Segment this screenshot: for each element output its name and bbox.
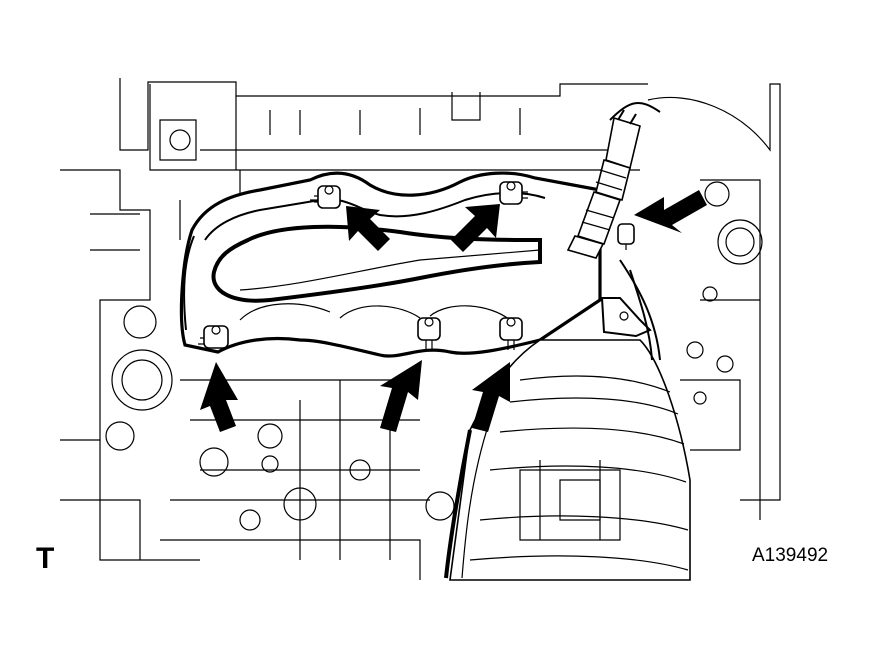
figure-code: A139492 [752, 545, 829, 566]
arrow-upper-right-nut [451, 204, 500, 252]
nut-lower-left [198, 325, 229, 349]
arrow-upper-left-nut [346, 206, 390, 251]
arrow-lower-left-nut [200, 362, 238, 432]
arrow-lower-right-nut [472, 362, 510, 432]
nut-upper-left [310, 185, 341, 209]
arrow-lower-middle-nut [380, 360, 422, 432]
manifold-nuts [198, 181, 635, 350]
nut-sensor-bracket [617, 223, 635, 250]
nut-lower-middle [417, 317, 441, 350]
nut-upper-right [499, 181, 528, 205]
nut-lower-right [499, 317, 523, 350]
arrow-sensor-nut [634, 190, 707, 233]
oxygen-sensor [566, 102, 661, 259]
exhaust-manifold [179, 171, 602, 358]
callout-arrows [200, 190, 707, 432]
view-label: T [36, 542, 55, 575]
